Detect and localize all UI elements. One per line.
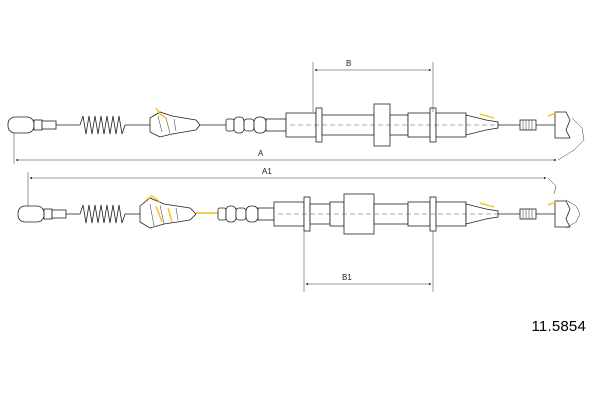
top-adjuster-grooves (157, 115, 177, 134)
bottom-threaded-end (519, 208, 537, 220)
bottom-eye-collar (43, 208, 53, 220)
bottom-bead-1 (217, 207, 227, 221)
bottom-end-highlight (547, 201, 557, 206)
bottom-bead-2 (225, 205, 237, 223)
top-bead-1 (225, 118, 235, 132)
top-eye-end (7, 116, 35, 134)
dim-a1-ext-right (547, 177, 557, 195)
dim-a-label: A (258, 149, 264, 158)
bottom-end-ferrule (51, 209, 67, 219)
bottom-bead-4 (245, 205, 259, 223)
dim-a1-label: A1 (262, 167, 272, 176)
bottom-bead-3 (235, 207, 247, 221)
top-threaded-end (519, 119, 537, 131)
bottom-thread-lines (522, 209, 533, 219)
top-end-highlight (547, 112, 557, 117)
part-number: 11.5854 (531, 318, 586, 335)
bottom-adjuster-highlight (145, 195, 173, 223)
top-thread-lines (522, 120, 533, 130)
bottom-end-fitting (554, 200, 571, 228)
top-bead-4 (253, 116, 267, 134)
top-spring (79, 115, 126, 135)
bottom-taper-highlight (479, 202, 495, 208)
top-end-ferrule (41, 120, 57, 130)
top-bead-3 (243, 118, 255, 132)
dim-b-label: B (346, 59, 351, 68)
top-cable (7, 103, 571, 147)
top-collar (265, 118, 287, 132)
bottom-collar (257, 207, 275, 221)
dim-a: A (13, 117, 585, 164)
dim-b1-label: B1 (342, 273, 352, 282)
bottom-adjuster-grooves (149, 203, 179, 227)
dim-a1: A1 (27, 167, 557, 206)
top-end-fitting (554, 111, 571, 139)
top-eye-collar (33, 119, 43, 131)
top-taper-highlight (479, 113, 495, 119)
dim-b: B (312, 59, 434, 112)
top-adjuster-highlight (155, 107, 167, 119)
bottom-cable (17, 193, 581, 235)
bottom-end-outline (565, 199, 581, 229)
dim-a-ext-right (557, 117, 585, 161)
bottom-adjuster (139, 197, 197, 229)
bottom-eye-end (17, 205, 45, 223)
dim-b1: B1 (303, 231, 434, 292)
top-bead-2 (233, 116, 245, 134)
bottom-spring (79, 204, 126, 224)
